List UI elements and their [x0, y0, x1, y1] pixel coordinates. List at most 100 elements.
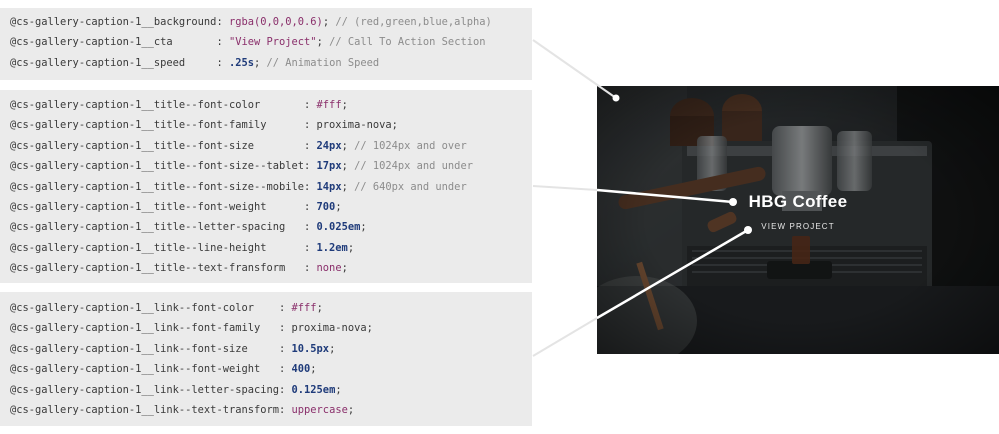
- code-line: @cs-gallery-caption-1__title--font-size-…: [10, 156, 532, 176]
- variable-value: proxima-nova: [291, 322, 367, 335]
- code-line: @cs-gallery-caption-1__title--text-frans…: [10, 258, 532, 278]
- code-comment: // 1024px and under: [354, 160, 473, 173]
- separator: :: [285, 221, 317, 234]
- variable-value: none: [316, 262, 342, 275]
- separator: :: [172, 36, 229, 49]
- terminator: ;: [335, 383, 342, 396]
- terminator: ;: [341, 180, 355, 193]
- variable-name: @cs-gallery-caption-1__link--text-transf…: [10, 403, 286, 416]
- separator: :: [185, 56, 229, 69]
- variable-value: 17px: [316, 160, 342, 173]
- coffee-machine-photo: [597, 86, 999, 354]
- code-line: @cs-gallery-caption-1__link--letter-spac…: [10, 380, 532, 400]
- code-block-general: @cs-gallery-caption-1__background: rgba(…: [0, 8, 532, 80]
- separator: :: [260, 322, 292, 335]
- terminator: ;: [254, 56, 267, 69]
- code-line: @cs-gallery-caption-1__link--font-weight…: [10, 359, 532, 379]
- variable-name: @cs-gallery-caption-1__link--letter-spac…: [10, 383, 286, 396]
- variable-name: @cs-gallery-caption-1__title--font-famil…: [10, 119, 267, 132]
- variable-name: @cs-gallery-caption-1__title--letter-spa…: [10, 221, 286, 234]
- terminator: ;: [391, 119, 398, 132]
- variable-name: @cs-gallery-caption-1__link--font-size: [10, 342, 248, 355]
- variable-value: 0.125em: [291, 383, 336, 396]
- code-line: @cs-gallery-caption-1__link--font-color …: [10, 298, 532, 318]
- code-line: @cs-gallery-caption-1__title--font-size-…: [10, 177, 532, 197]
- code-line: @cs-gallery-caption-1__link--text-transf…: [10, 400, 532, 420]
- caption-title: HBG Coffee: [748, 192, 848, 211]
- code-line: @cs-gallery-caption-1__title--font-famil…: [10, 115, 532, 135]
- separator: :: [285, 262, 317, 275]
- terminator: ;: [335, 200, 342, 213]
- variable-name: @cs-gallery-caption-1__link--font-color: [10, 302, 254, 314]
- code-line: @cs-gallery-caption-1__title--line-heigh…: [10, 238, 532, 258]
- code-line: @cs-gallery-caption-1__link--font-size :…: [10, 339, 532, 359]
- code-line: @cs-gallery-caption-1__title--font-size …: [10, 136, 532, 156]
- terminator: ;: [310, 363, 317, 376]
- variable-value: proxima-nova: [316, 119, 392, 132]
- variable-name: @cs-gallery-caption-1__title--line-heigh…: [10, 241, 267, 254]
- code-comment: // Call To Action Section: [329, 36, 486, 49]
- variable-name: @cs-gallery-caption-1__title--font-size-…: [10, 180, 311, 193]
- variable-value: rgba(0,0,0,0.6): [228, 16, 323, 28]
- variable-name: @cs-gallery-caption-1__title--font-size: [10, 139, 254, 152]
- variable-name: @cs-gallery-caption-1__title--font-color: [10, 99, 261, 111]
- variable-name: @cs-gallery-caption-1__speed: [10, 56, 186, 69]
- terminator: ;: [347, 241, 355, 254]
- separator: :: [266, 119, 317, 132]
- terminator: ;: [329, 342, 336, 355]
- terminator: ;: [341, 139, 355, 152]
- terminator: ;: [366, 322, 373, 335]
- terminator: ;: [341, 160, 355, 173]
- variable-name: @cs-gallery-caption-1__cta: [10, 36, 173, 49]
- code-block-link: @cs-gallery-caption-1__link--font-color …: [0, 292, 532, 426]
- variable-name: @cs-gallery-caption-1__background:: [10, 16, 223, 28]
- variable-value: 14px: [316, 180, 342, 193]
- variable-name: @cs-gallery-caption-1__link--font-weight: [10, 363, 261, 376]
- terminator: ;: [341, 262, 348, 275]
- separator: :: [266, 241, 317, 254]
- variable-value: "View Project": [228, 36, 317, 49]
- variable-name: @cs-gallery-caption-1__title--text-frans…: [10, 262, 286, 275]
- code-comment: // 1024px and over: [354, 139, 467, 152]
- code-block-title: @cs-gallery-caption-1__title--font-color…: [0, 90, 532, 283]
- connector-link-outside: [532, 317, 598, 357]
- variable-value: 1.2em: [316, 241, 348, 254]
- code-line: @cs-gallery-caption-1__cta : "View Proje…: [10, 32, 532, 52]
- code-line: @cs-gallery-caption-1__background: rgba(…: [10, 12, 532, 32]
- code-line: @cs-gallery-caption-1__speed : .25s; // …: [10, 53, 532, 73]
- terminator: ;: [322, 16, 336, 28]
- variable-value: .25s: [228, 56, 254, 69]
- separator: :: [247, 342, 292, 355]
- code-comment: // Animation Speed: [266, 56, 380, 69]
- view-project-link[interactable]: VIEW PROJECT: [761, 222, 835, 231]
- variable-name: @cs-gallery-caption-1__title--font-size-…: [10, 160, 311, 173]
- variable-value: 0.025em: [316, 221, 361, 234]
- code-comment: // 640px and under: [354, 180, 467, 193]
- separator: :: [266, 200, 317, 213]
- code-line: @cs-gallery-caption-1__title--font-weigh…: [10, 197, 532, 217]
- terminator: ;: [360, 221, 367, 234]
- code-line: @cs-gallery-caption-1__title--font-color…: [10, 95, 532, 115]
- connector-title-outside: [532, 185, 598, 191]
- separator: :: [260, 363, 292, 376]
- terminator: ;: [347, 403, 355, 416]
- variable-value: 10.5px: [291, 342, 330, 355]
- variable-value: 24px: [316, 139, 342, 152]
- variable-value: #fff: [291, 302, 317, 314]
- variable-name: @cs-gallery-caption-1__title--font-weigh…: [10, 200, 267, 213]
- separator: :: [260, 99, 317, 111]
- variable-name: @cs-gallery-caption-1__link--font-family: [10, 322, 261, 335]
- variable-value: 400: [291, 363, 311, 376]
- terminator: ;: [316, 302, 323, 314]
- terminator: ;: [341, 99, 348, 111]
- variable-value: uppercase: [291, 403, 348, 416]
- gallery-preview-image: HBG Coffee VIEW PROJECT: [597, 86, 999, 354]
- terminator: ;: [316, 36, 330, 49]
- code-comment: // (red,green,blue,alpha): [335, 16, 492, 28]
- variable-value: 700: [316, 200, 336, 213]
- variable-value: #fff: [316, 99, 342, 111]
- code-line: @cs-gallery-caption-1__link--font-family…: [10, 318, 532, 338]
- code-line: @cs-gallery-caption-1__title--letter-spa…: [10, 217, 532, 237]
- separator: :: [253, 302, 292, 314]
- separator: :: [253, 139, 317, 152]
